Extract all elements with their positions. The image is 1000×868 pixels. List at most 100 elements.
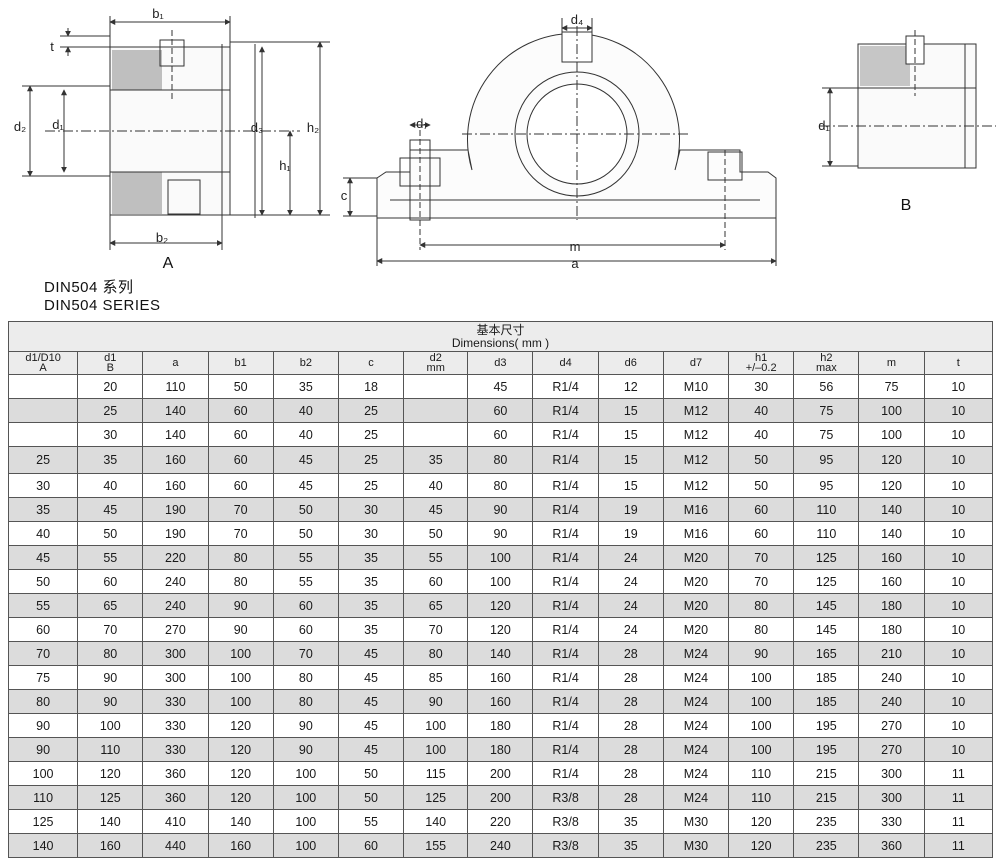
table-cell: 300 bbox=[858, 785, 925, 810]
view-a-drawing bbox=[22, 16, 330, 250]
dim-h1-label: h₁ bbox=[279, 158, 291, 173]
table-cell: 180 bbox=[467, 737, 534, 762]
table-cell: 410 bbox=[142, 809, 209, 834]
table-cell: 215 bbox=[793, 785, 860, 810]
table-cell: 60 bbox=[467, 398, 534, 423]
table-cell: 120 bbox=[207, 713, 274, 738]
table-cell: 125 bbox=[793, 569, 860, 594]
table-cell: 40 bbox=[728, 398, 795, 423]
table-cell: 110 bbox=[793, 521, 860, 546]
table-cell: 45 bbox=[337, 641, 405, 666]
table-cell: R1/4 bbox=[532, 737, 599, 762]
column-header-label: d1 bbox=[104, 352, 117, 364]
dim-h2-label: h₂ bbox=[307, 120, 319, 135]
table-cell: 60 bbox=[272, 617, 339, 642]
column-header-label: a bbox=[172, 357, 179, 369]
table-cell: 120 bbox=[77, 761, 144, 786]
table-cell: 60 bbox=[467, 422, 534, 447]
table-cell: 50 bbox=[728, 473, 795, 498]
table-cell: 145 bbox=[793, 617, 860, 642]
table-cell: 45 bbox=[337, 689, 405, 714]
table-cell: 330 bbox=[858, 809, 925, 834]
table-cell: 160 bbox=[77, 833, 144, 858]
table-cell: 100 bbox=[467, 545, 534, 570]
table-cell: 360 bbox=[142, 785, 209, 810]
table-cell: 24 bbox=[597, 569, 664, 594]
view-b-drawing bbox=[820, 30, 996, 169]
table-cell: R1/4 bbox=[532, 761, 599, 786]
column-header-label: d7 bbox=[689, 357, 703, 369]
table-cell: 55 bbox=[7, 593, 79, 618]
table-cell: 40 bbox=[272, 398, 339, 423]
table-cell: 25 bbox=[337, 473, 405, 498]
table-cell: 80 bbox=[77, 641, 144, 666]
table-cell: 30 bbox=[77, 422, 144, 447]
table-cell: M24 bbox=[662, 689, 730, 714]
table-cell: 28 bbox=[597, 713, 664, 738]
table-cell: 360 bbox=[858, 833, 925, 858]
table-cell: 10 bbox=[923, 689, 994, 714]
table-cell: 60 bbox=[207, 422, 274, 447]
view-b-d1-label: d₁ bbox=[818, 118, 830, 133]
table-cell: 140 bbox=[7, 833, 79, 858]
table-cell: 140 bbox=[142, 422, 209, 447]
table-cell bbox=[403, 398, 469, 423]
table-cell: 140 bbox=[207, 809, 274, 834]
table-cell: 50 bbox=[207, 374, 274, 399]
table-cell: R1/4 bbox=[532, 593, 599, 618]
table-cell: 240 bbox=[467, 833, 534, 858]
dim-b2-label: b₂ bbox=[156, 230, 168, 245]
table-cell: 50 bbox=[272, 497, 339, 522]
table-cell: 11 bbox=[923, 833, 994, 858]
table-cell: 110 bbox=[728, 761, 795, 786]
column-header-label: c bbox=[368, 357, 374, 369]
table-cell: M12 bbox=[662, 422, 730, 447]
table-cell: 80 bbox=[272, 689, 339, 714]
table-cell: 60 bbox=[728, 497, 795, 522]
table-cell: 60 bbox=[272, 593, 339, 618]
table-cell: 70 bbox=[728, 545, 795, 570]
table-cell: R1/4 bbox=[532, 545, 599, 570]
table-cell: M24 bbox=[662, 665, 730, 690]
table-cell bbox=[7, 374, 79, 399]
series-title-en: DIN504 SERIES bbox=[44, 297, 161, 314]
table-cell: 360 bbox=[142, 761, 209, 786]
table-cell: 70 bbox=[7, 641, 79, 666]
table-cell: R1/4 bbox=[532, 422, 599, 447]
table-cell: 330 bbox=[142, 737, 209, 762]
table-cell: 50 bbox=[7, 569, 79, 594]
table-cell: 28 bbox=[597, 785, 664, 810]
table-cell: 60 bbox=[7, 617, 79, 642]
table-cell: 100 bbox=[272, 785, 339, 810]
table-cell: 95 bbox=[793, 446, 860, 474]
table-cell: 125 bbox=[7, 809, 79, 834]
table-cell: 90 bbox=[207, 593, 274, 618]
table-cell: 240 bbox=[858, 665, 925, 690]
table-cell: 45 bbox=[7, 545, 79, 570]
table-cell: 100 bbox=[207, 665, 274, 690]
column-header-label: t bbox=[956, 357, 960, 369]
dim-b1-label: b₁ bbox=[152, 6, 164, 21]
table-cell: 45 bbox=[337, 713, 405, 738]
table-cell: 100 bbox=[858, 398, 925, 423]
table-cell: 120 bbox=[858, 446, 925, 474]
table-cell: 10 bbox=[923, 398, 994, 423]
table-cell: 70 bbox=[207, 521, 274, 546]
table-cell: 190 bbox=[142, 497, 209, 522]
table-cell: 235 bbox=[793, 809, 860, 834]
dim-m-label: m bbox=[570, 239, 581, 254]
table-cell: 75 bbox=[7, 665, 79, 690]
table-cell: 45 bbox=[337, 665, 405, 690]
table-cell: M12 bbox=[662, 398, 730, 423]
table-cell: 100 bbox=[728, 665, 795, 690]
table-cell: 80 bbox=[467, 446, 534, 474]
table-cell: 100 bbox=[728, 689, 795, 714]
table-cell: 235 bbox=[793, 833, 860, 858]
table-cell: 45 bbox=[403, 497, 469, 522]
view-b-label: B bbox=[901, 197, 912, 214]
table-cell: M16 bbox=[662, 497, 730, 522]
column-header: d3 bbox=[467, 351, 534, 375]
